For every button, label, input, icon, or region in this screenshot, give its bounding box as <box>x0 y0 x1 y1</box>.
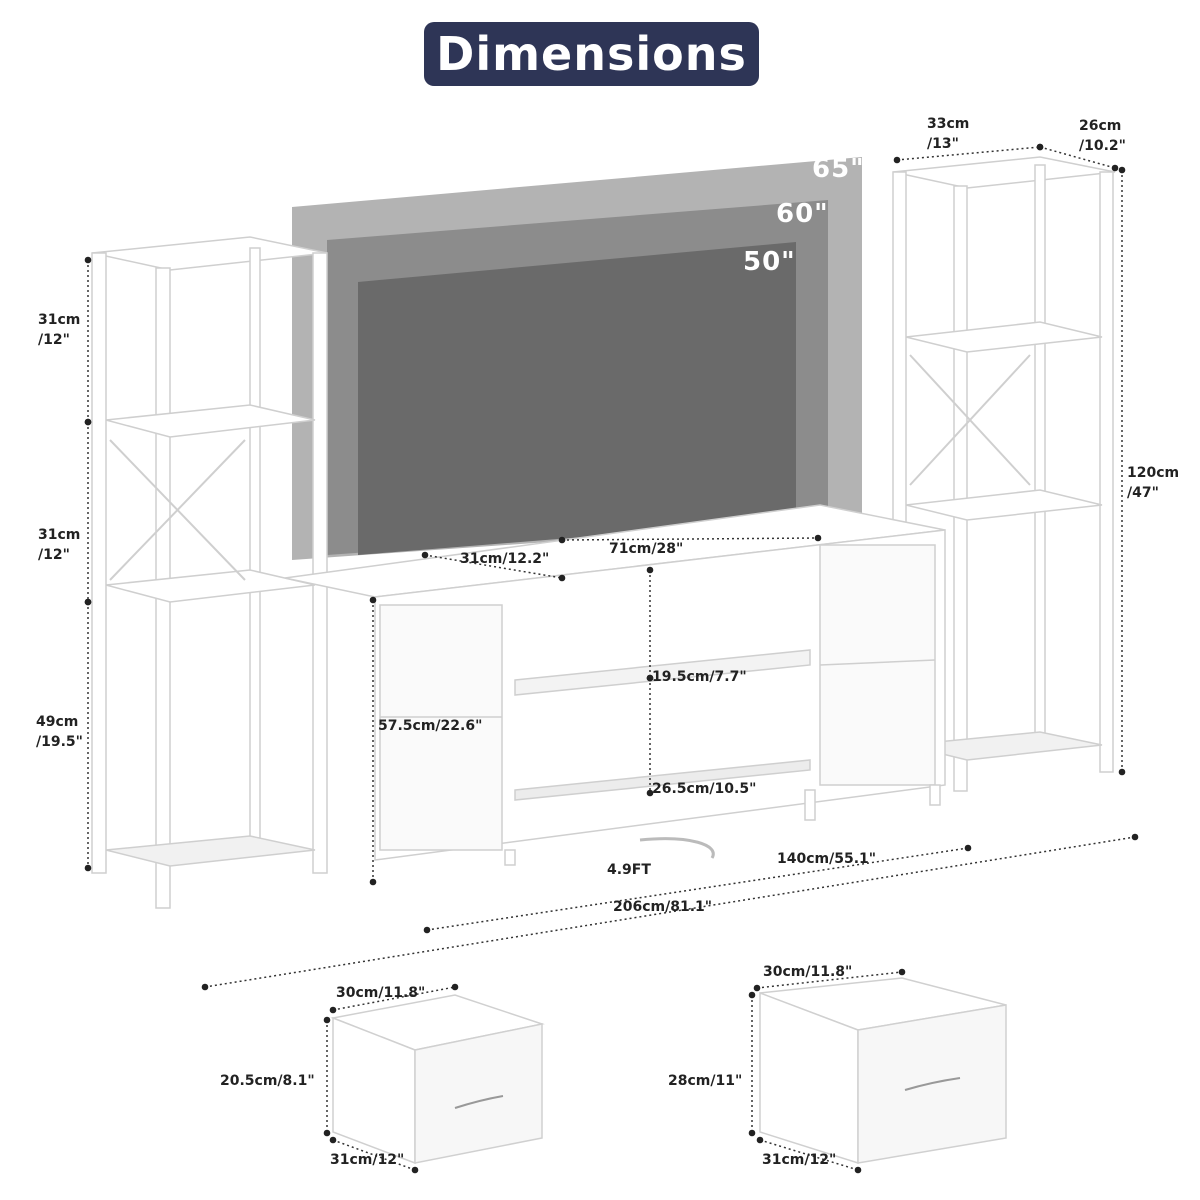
page-title: Dimensions <box>436 27 747 81</box>
left-shelf-3-label: 49cm /19.5" <box>36 714 83 750</box>
large-drawer-height-label: 28cm/11" <box>668 1073 743 1089</box>
tv-65-label: 65" <box>812 154 865 184</box>
title-banner: Dimensions <box>424 22 759 86</box>
stand-width-label: 140cm/55.1" <box>777 851 877 867</box>
large-drawer <box>759 977 1007 1165</box>
small-drawer <box>330 994 545 1165</box>
large-drawer-depth-label: 31cm/12" <box>762 1152 837 1168</box>
tv-60-label: 60" <box>776 199 829 229</box>
power-cord-label: 4.9FT <box>607 862 651 878</box>
stand-lower-shelf-label: 26.5cm/10.5" <box>652 781 757 797</box>
stand-drawer-height-label: 57.5cm/22.6" <box>378 718 483 734</box>
small-drawer-height-label: 20.5cm/8.1" <box>220 1073 315 1089</box>
left-shelf-1-label: 31cm /12" <box>38 312 81 348</box>
tv-stand <box>284 504 946 866</box>
right-tower-depth-label: 26cm /10.2" <box>1079 118 1126 154</box>
small-drawer-depth-label: 31cm/12" <box>330 1152 405 1168</box>
left-shelf-2-label: 31cm /12" <box>38 527 81 563</box>
right-tower-height-label: 120cm /47" <box>1127 465 1180 501</box>
large-drawer-width-label: 30cm/11.8" <box>763 964 853 980</box>
stand-upper-shelf-label: 19.5cm/7.7" <box>652 669 747 685</box>
small-drawer-width-label: 30cm/11.8" <box>336 985 426 1001</box>
left-tower <box>91 236 328 909</box>
tv-50-screen <box>358 242 796 555</box>
right-tower-width-label: 33cm /13" <box>927 116 970 152</box>
tv-50-label: 50" <box>743 247 796 277</box>
stand-depth-label: 31cm/12.2" <box>460 551 550 567</box>
total-width-label: 206cm/81.1" <box>613 899 713 915</box>
dimension-lines <box>84 143 1139 1174</box>
stand-top-width-label: 71cm/28" <box>609 541 684 557</box>
